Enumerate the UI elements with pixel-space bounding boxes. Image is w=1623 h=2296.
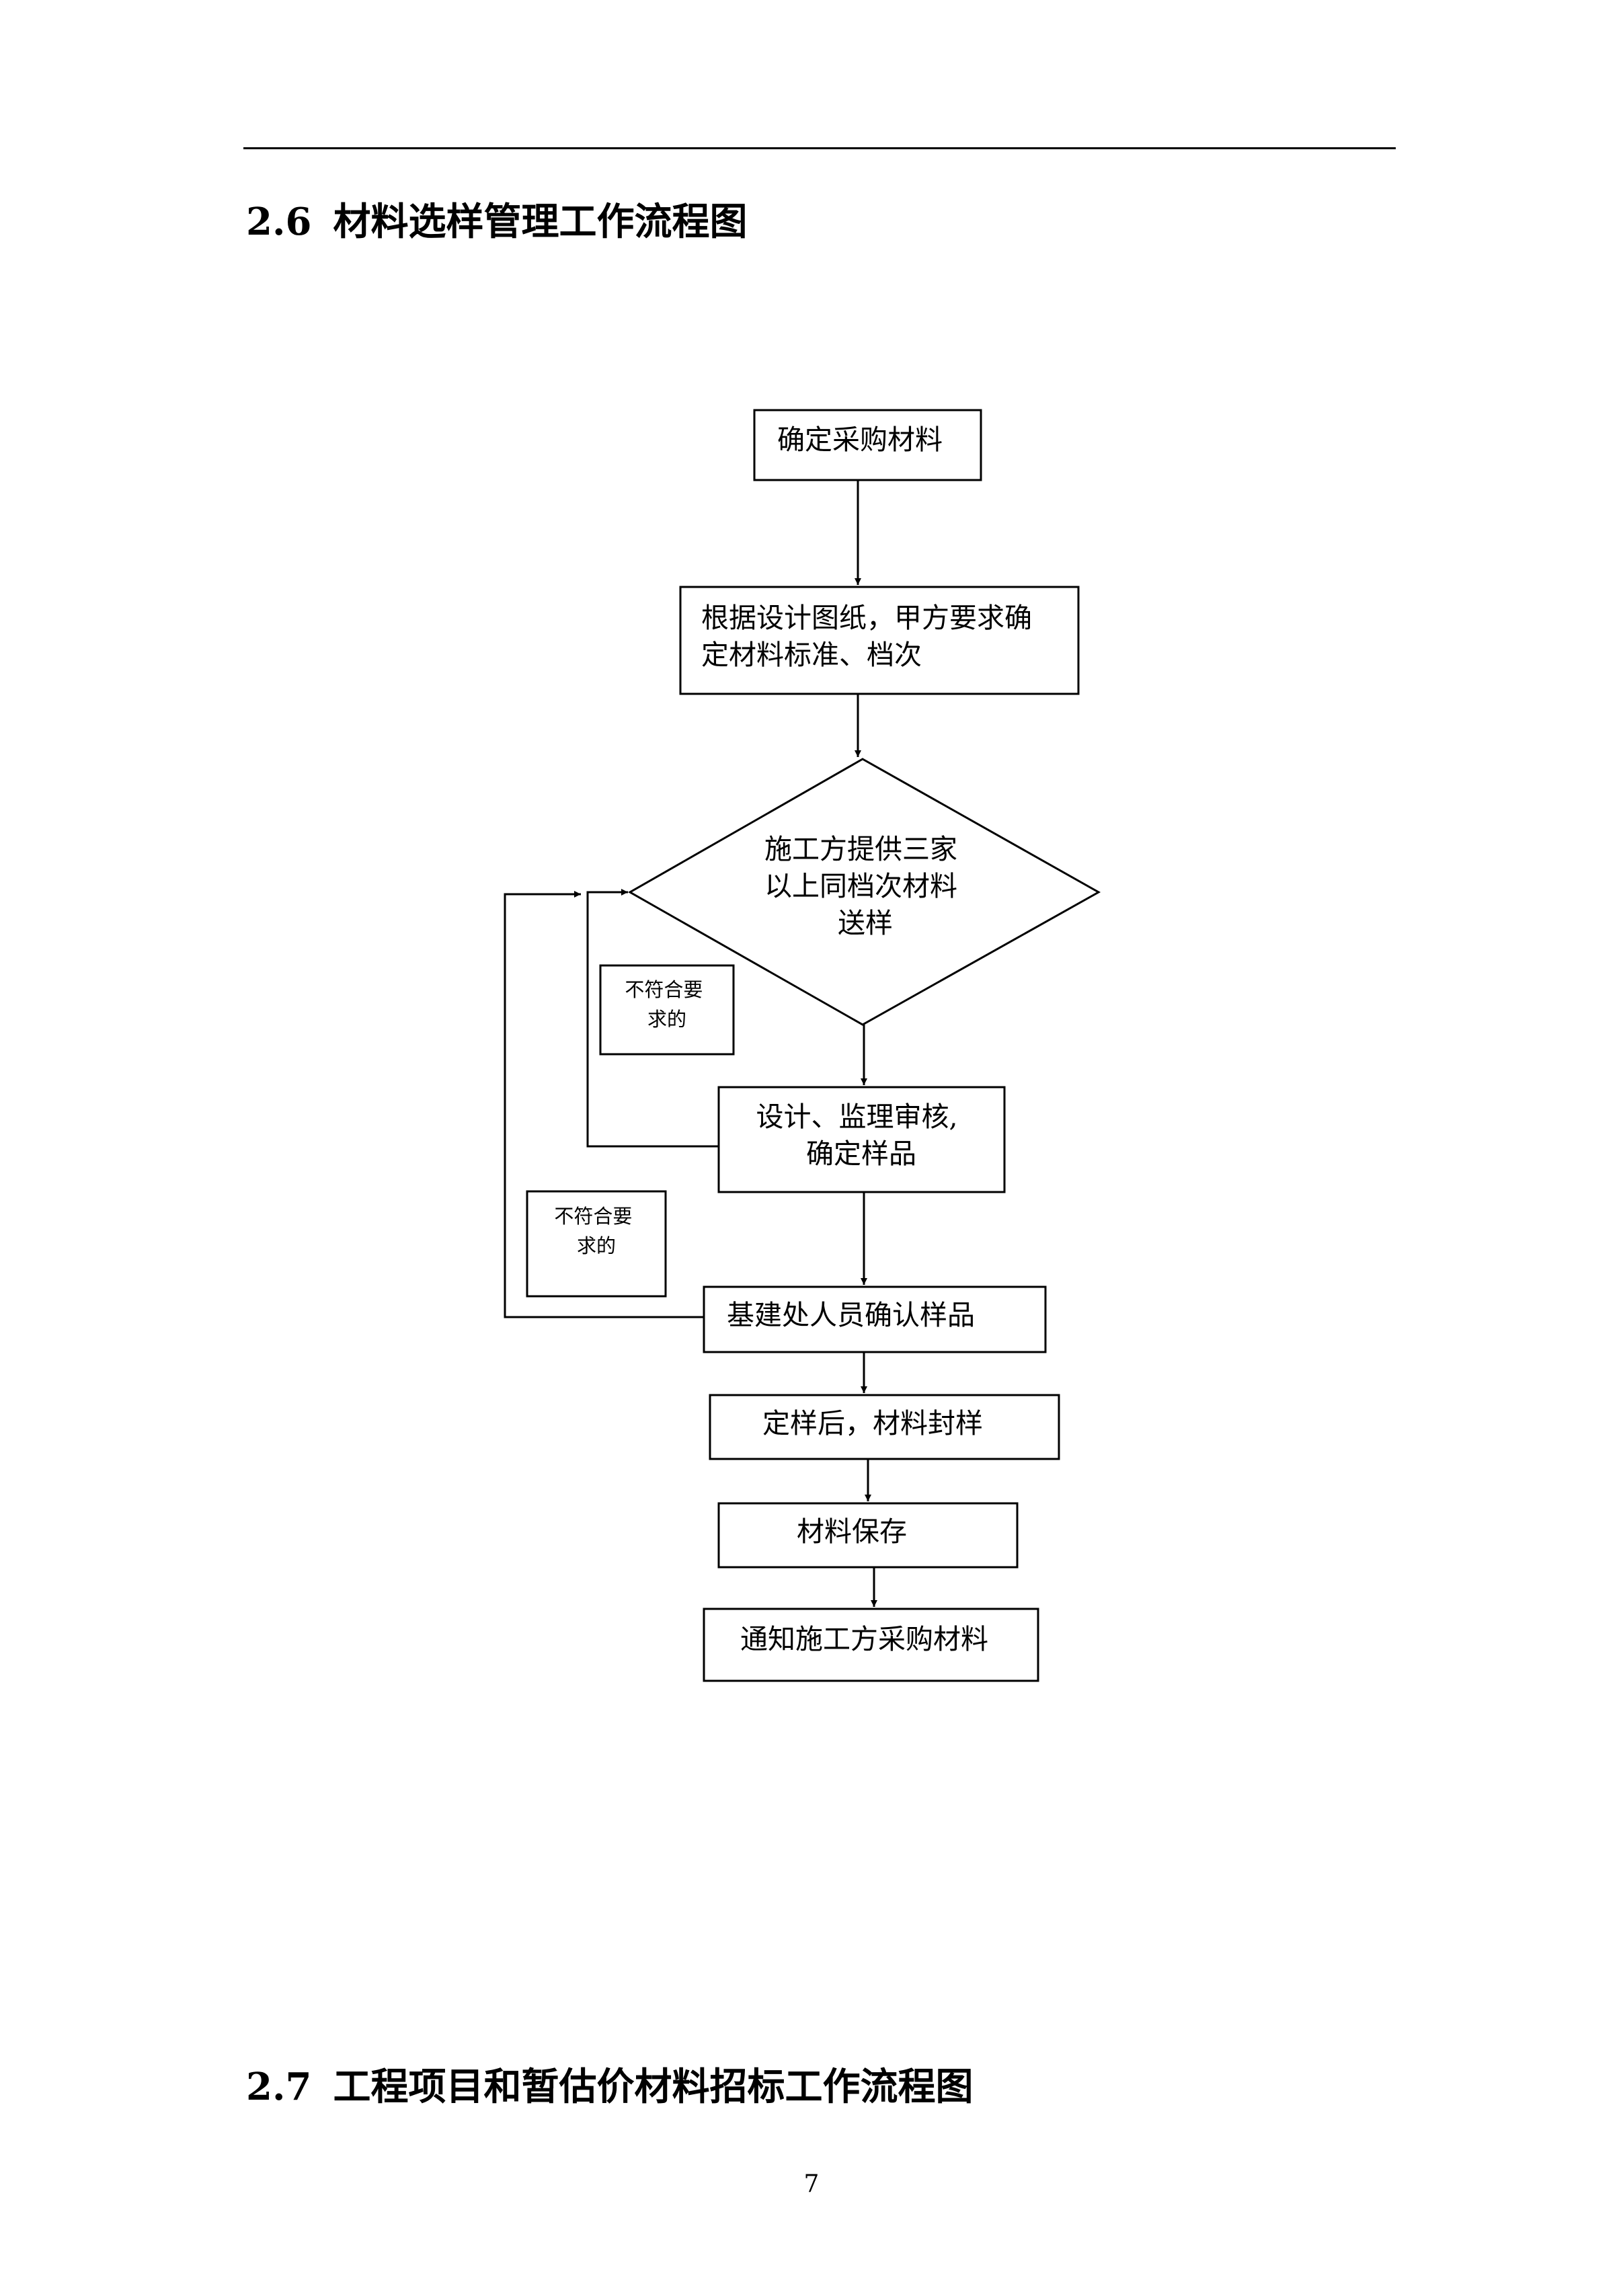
edge-loop-review-to-samples [586, 889, 719, 1148]
node-seal-samples [709, 1394, 1060, 1460]
section-2-6-heading: 2.6 材料选样管理工作流程图 [246, 203, 747, 241]
node-submit-samples [627, 758, 1101, 1026]
n5-label: 基建处人员确认样品 [727, 1299, 975, 1331]
n6-label: 定样后，材料封样 [762, 1407, 983, 1439]
page-number: 7 [803, 2170, 820, 2198]
n7-label: 材料保存 [797, 1515, 907, 1548]
section-2-7-number: 2.7 [246, 2065, 312, 2109]
node-store-materials [717, 1502, 1019, 1569]
section-2-6-number: 2.6 [246, 200, 312, 244]
n3-label: 施工方提供三家 以上同档次材料 送样 [764, 833, 966, 939]
header-rule [243, 147, 1396, 149]
node-design-supervision-review [717, 1086, 1006, 1193]
node-determine-materials [753, 409, 982, 481]
n8-label: 通知施工方采购材料 [740, 1623, 988, 1655]
edge-loop-confirm-to-samples [504, 891, 704, 1318]
section-2-7-title: 工程项目和暂估价材料招标工作流程图 [333, 2065, 974, 2109]
node-construction-dept-confirm [703, 1285, 1047, 1353]
node-set-standards [679, 586, 1080, 695]
node-note-nonconforming-2 [526, 1190, 667, 1298]
n1-label: 确定采购材料 [777, 424, 943, 456]
node-note-nonconforming-1 [599, 964, 735, 1056]
n2-label: 根据设计图纸，甲方要求确 定材料标准、档次 [701, 602, 1041, 671]
note1-label: 不符合要 求的 [625, 978, 709, 1031]
section-2-6-title: 材料选样管理工作流程图 [333, 200, 748, 244]
note2-label: 不符合要 求的 [554, 1205, 638, 1257]
node-notify-purchase [703, 1608, 1039, 1682]
section-2-7-heading: 2.7 工程项目和暂估价材料招标工作流程图 [246, 2068, 973, 2106]
n4-label: 设计、监理审核, 确定样品 [756, 1101, 966, 1170]
